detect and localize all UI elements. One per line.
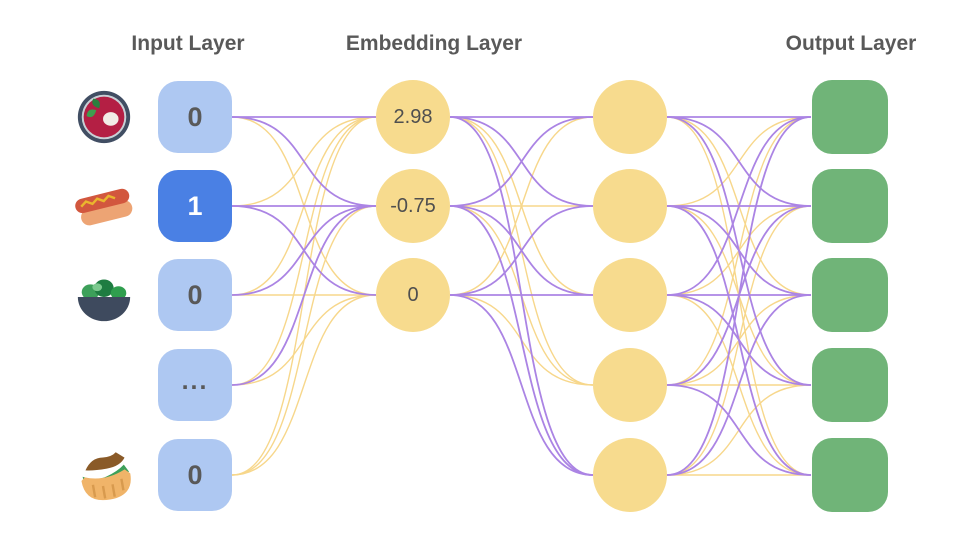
- input-node-1: 0: [158, 81, 232, 153]
- input-node-value: 0: [187, 101, 203, 132]
- hidden-node-3: [593, 258, 667, 332]
- input-node-value: 1: [187, 190, 203, 221]
- hot-dog-icon: [73, 175, 135, 237]
- connection-edge: [231, 205, 377, 386]
- connection-edge: [231, 205, 377, 476]
- input-node-5: 0: [158, 439, 232, 511]
- output-layer-title: Output Layer: [785, 32, 917, 55]
- output-node-3: [812, 258, 888, 332]
- connection-edge: [666, 205, 812, 296]
- connection-edge: [231, 116, 377, 207]
- input-node-value: 0: [187, 459, 203, 490]
- embedding-node-value: 2.98: [393, 105, 433, 128]
- connection-edge: [231, 294, 377, 476]
- connection-edge: [231, 205, 377, 296]
- connection-edge: [449, 116, 594, 296]
- hidden-node-4: [593, 348, 667, 422]
- connection-edge: [666, 384, 812, 476]
- input-layer-title: Input Layer: [131, 32, 245, 55]
- embedding-node-value: 0: [407, 283, 419, 306]
- connection-edge: [666, 294, 812, 386]
- output-node-2: [812, 169, 888, 243]
- hidden-node-1: [593, 80, 667, 154]
- output-node-4: [812, 348, 888, 422]
- connection-edge: [449, 205, 594, 296]
- input-node-value: ...: [181, 366, 209, 395]
- embedding-node-3: 0: [376, 258, 450, 332]
- connection-edge: [666, 116, 812, 207]
- connection-edge: [449, 294, 594, 476]
- embedding-node-value: -0.75: [390, 194, 436, 217]
- embedding-node-1: 2.98: [376, 80, 450, 154]
- connection-edge: [449, 116, 594, 476]
- hidden-node-2: [593, 169, 667, 243]
- hidden-node-5: [593, 438, 667, 512]
- pita-icon: [73, 444, 135, 506]
- embedding-layer-title: Embedding Layer: [345, 32, 523, 55]
- embedding-node-2: -0.75: [376, 169, 450, 243]
- output-node-1: [812, 80, 888, 154]
- connection-edge: [666, 116, 812, 476]
- input-node-3: 0: [158, 259, 232, 331]
- input-node-4: ...: [158, 349, 232, 421]
- output-node-5: [812, 438, 888, 512]
- connection-edge: [666, 294, 812, 476]
- connection-edge: [449, 205, 594, 476]
- input-node-value: 0: [187, 279, 203, 310]
- input-node-2: 1: [158, 170, 232, 242]
- soup-bowl-icon: [73, 86, 135, 148]
- salad-icon: [73, 264, 135, 326]
- connection-edge: [449, 116, 594, 207]
- connection-edge: [666, 116, 812, 296]
